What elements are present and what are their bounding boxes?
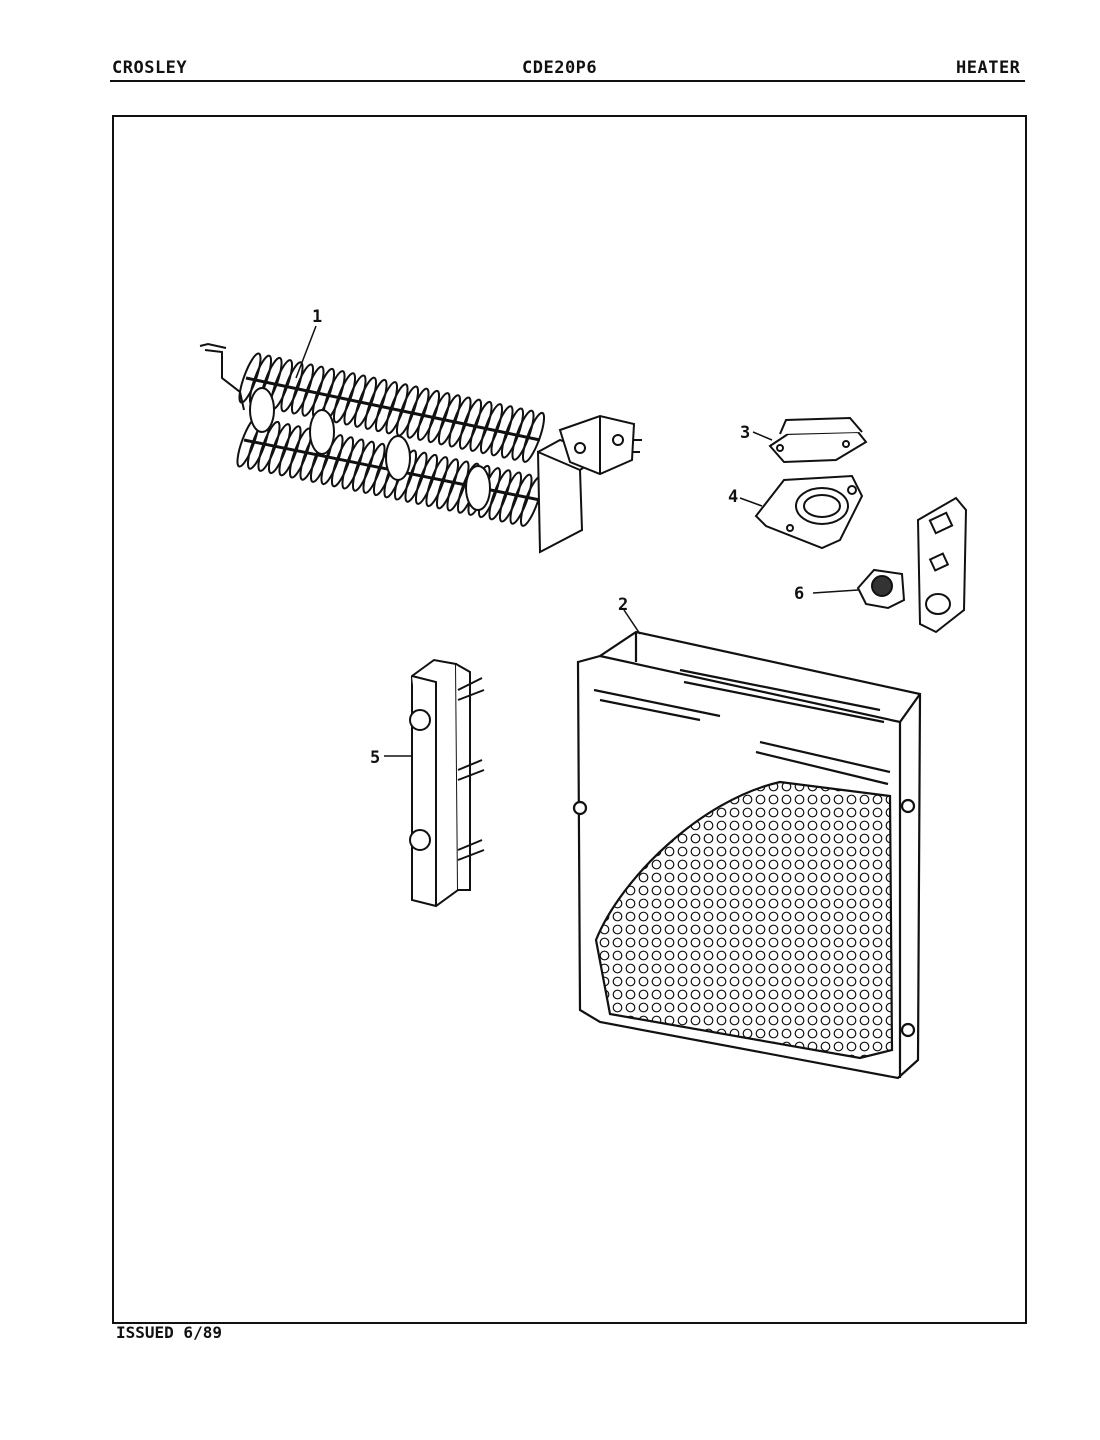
- callout-1: 1: [312, 307, 322, 327]
- model-label: CDE20P6: [522, 58, 598, 78]
- coil-loop: [498, 471, 523, 523]
- coil-loop: [488, 469, 512, 521]
- thermal-fuse-part: [856, 496, 968, 634]
- header-rule: [110, 80, 1025, 82]
- heating-element: [199, 342, 642, 554]
- coil-loop: [435, 458, 460, 510]
- callout-5: 5: [370, 748, 380, 768]
- section-label: HEATER: [956, 58, 1021, 78]
- gasket-part: [754, 474, 864, 550]
- issued-date: ISSUED 6/89: [116, 1323, 222, 1342]
- thermostat-part: [768, 416, 868, 464]
- callout-leaders: [295, 325, 859, 757]
- callout-3: 3: [740, 423, 750, 443]
- terminal-block-part: [409, 658, 485, 908]
- brand-label: CROSLEY: [112, 58, 188, 78]
- heater-housing-part: [572, 630, 922, 1080]
- coil-loop: [425, 456, 449, 508]
- callout-2: 2: [618, 595, 628, 615]
- callout-6: 6: [794, 584, 804, 604]
- callout-4: 4: [728, 487, 738, 507]
- diagram-frame: [112, 115, 1027, 1324]
- coil-loop: [446, 460, 470, 512]
- coil-loop: [509, 473, 533, 525]
